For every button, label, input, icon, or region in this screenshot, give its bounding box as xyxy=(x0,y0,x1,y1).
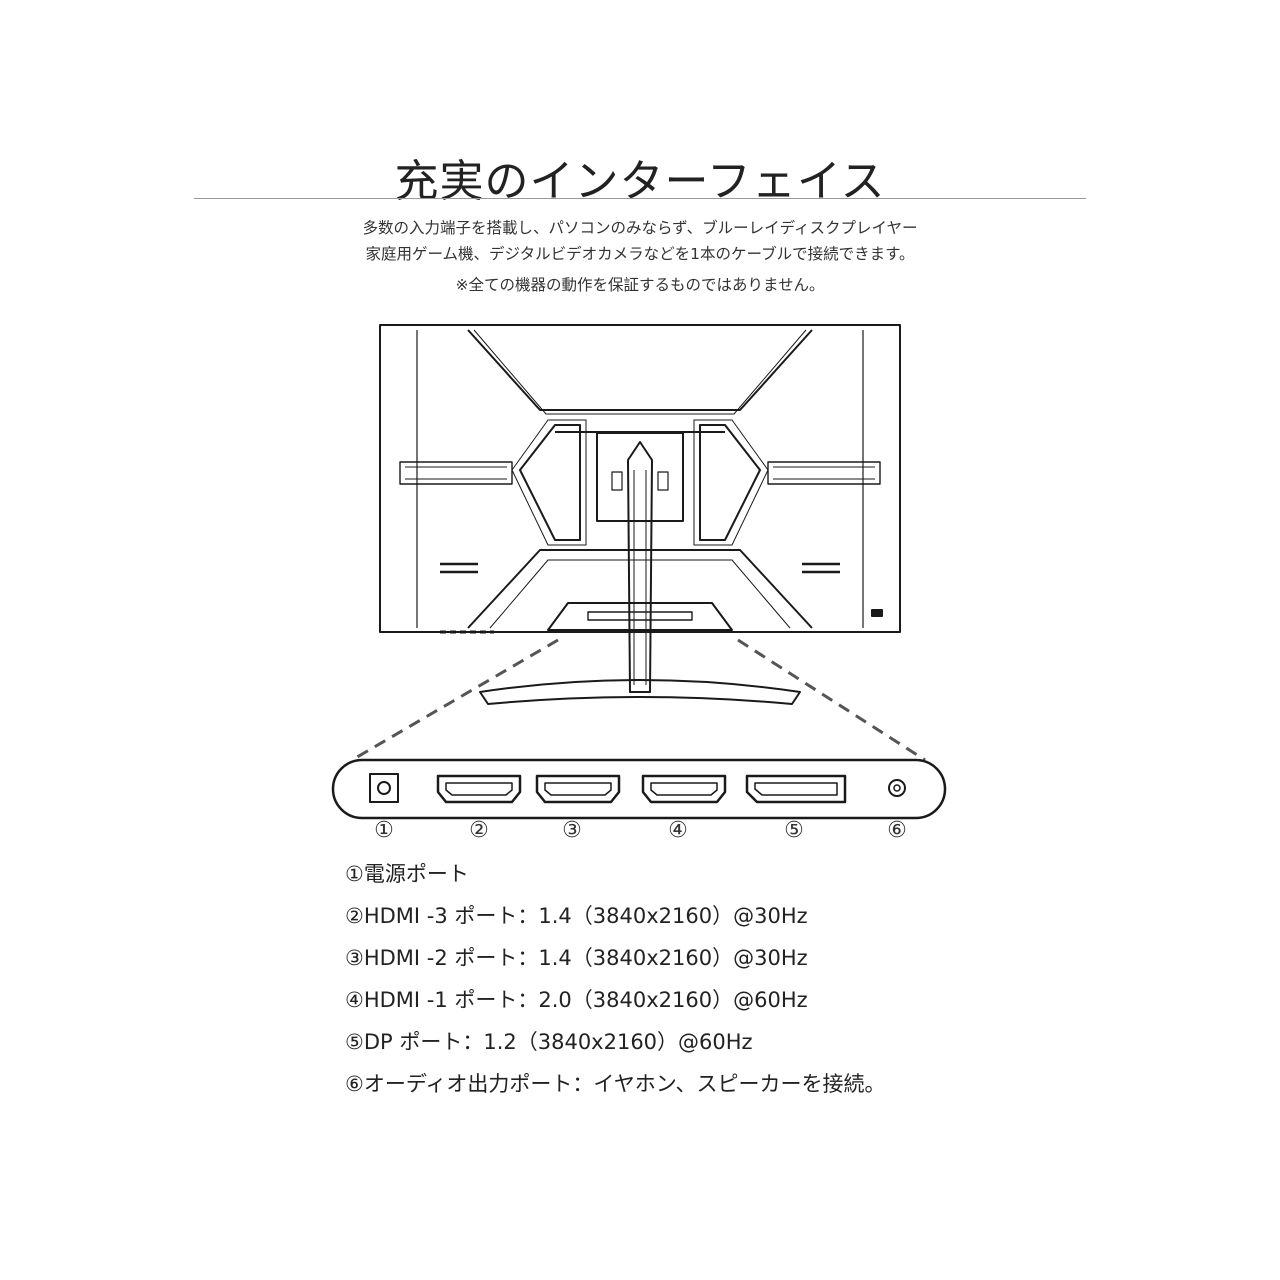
legend-item-hdmi-2: ③HDMI -2 ポート：1.4（3840x2160）@30Hz xyxy=(345,946,808,970)
legend-item-displayport: ⑤DP ポート：1.2（3840x2160）@60Hz xyxy=(345,1030,753,1054)
audio-out-port xyxy=(888,779,906,797)
power-port xyxy=(369,773,399,803)
hdmi-1-port xyxy=(641,774,727,804)
port-panel xyxy=(331,758,947,820)
port-number-3: ③ xyxy=(562,818,582,843)
vesa-mount xyxy=(596,432,684,522)
description-line-2: 家庭用ゲーム機、デジタルビデオカメラなどを1本のケーブルで接続できます。 xyxy=(365,245,915,263)
stand-base xyxy=(479,679,801,705)
stand-neck xyxy=(627,441,653,693)
displayport-port xyxy=(745,774,847,804)
port-number-4: ④ xyxy=(668,818,688,843)
port-number-6: ⑥ xyxy=(887,818,907,843)
legend-item-hdmi-1: ④HDMI -1 ポート：2.0（3840x2160）@60Hz xyxy=(345,988,808,1012)
description-line-1: 多数の入力端子を搭載し、パソコンのみならず、ブルーレイディスクプレイヤー xyxy=(362,219,918,237)
port-number-5: ⑤ xyxy=(784,818,804,843)
monitor-back-panel xyxy=(379,324,901,633)
hdmi-3-port xyxy=(436,774,522,804)
disclaimer-note: ※全ての機器の動作を保証するものではありません。 xyxy=(455,276,825,294)
hdmi-2-port xyxy=(535,774,621,804)
port-number-2: ② xyxy=(469,818,489,843)
legend-item-hdmi-3: ②HDMI -3 ポート：1.4（3840x2160）@30Hz xyxy=(345,904,808,928)
port-number-1: ① xyxy=(374,818,394,843)
legend-item-power: ①電源ポート xyxy=(345,862,469,886)
title-divider xyxy=(194,198,1086,199)
legend-item-audio-out: ⑥オーディオ出力ポート：イヤホン、スピーカーを接続。 xyxy=(345,1072,886,1096)
port-bay xyxy=(547,602,733,631)
